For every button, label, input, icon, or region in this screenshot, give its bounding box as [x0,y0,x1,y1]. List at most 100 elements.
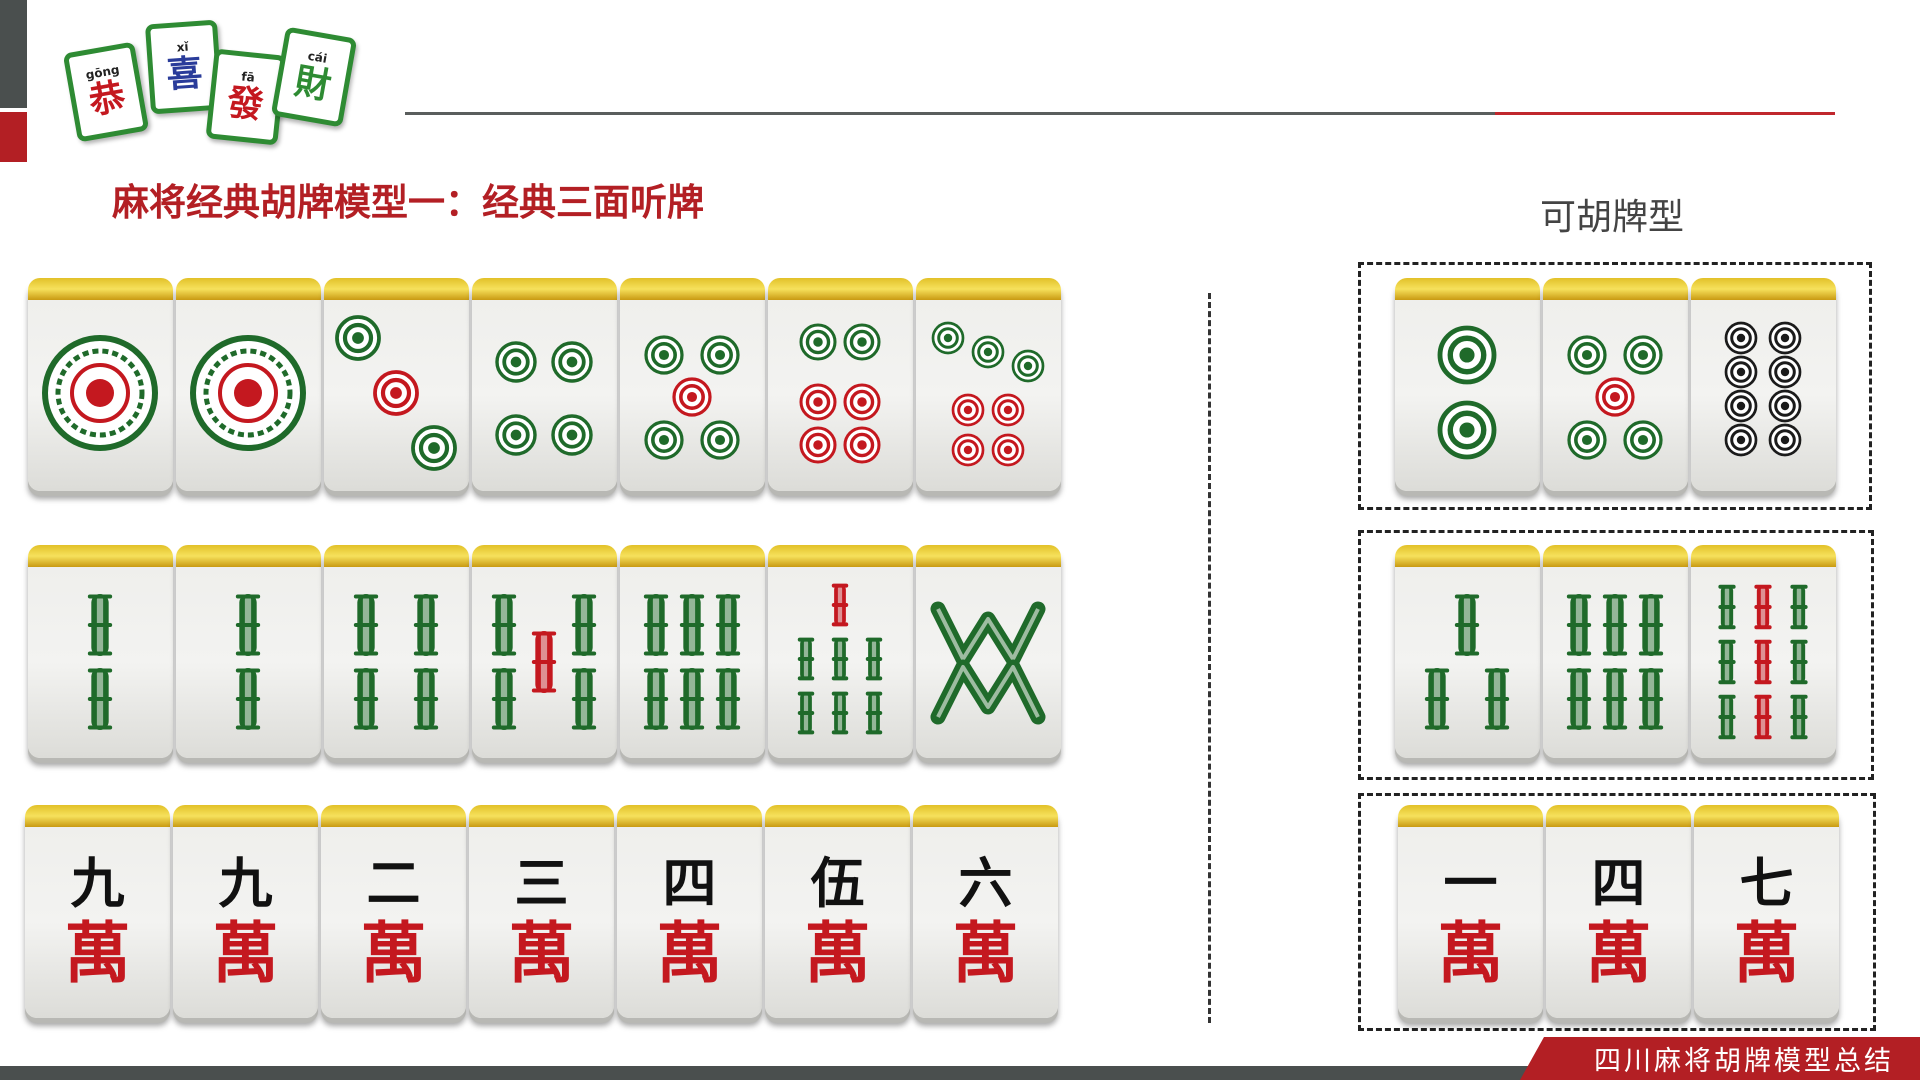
mahjong-tile-dots-2 [1395,278,1540,491]
dot-mark [1567,335,1607,375]
winning-row-characters: 一萬四萬七萬 [1398,805,1839,1018]
bamboo-stick [1754,639,1772,685]
mahjong-tile-dots-4 [472,278,617,491]
tile-wan-character: 萬 [212,914,279,992]
tile-wan-character: 萬 [360,914,427,992]
bamboo-stick [1602,594,1628,656]
bamboo-stick [1566,594,1592,656]
mahjong-tile-dots-8 [1691,278,1836,491]
dot-mark [799,426,837,464]
mahjong-tile-bamboo-6 [1543,545,1688,758]
tile-face [491,594,597,730]
mahjong-tile-characters-3: 三萬 [469,805,614,1018]
mahjong-tile-dots-5 [620,278,765,491]
tile-numeral: 九 [218,851,273,915]
bamboo-stick [1454,594,1480,656]
tile-wan-character: 萬 [1585,914,1652,992]
mahjong-tile-bamboo-2 [176,545,321,758]
bamboo-stick [797,637,815,681]
dot-mark [644,420,684,460]
bamboo-stick [1484,668,1510,730]
bamboo-stick [797,691,815,735]
tile-wan-character: 萬 [64,914,131,992]
bamboo-stick [679,594,705,656]
winning-row-bamboo [1395,545,1836,758]
tile-numeral: 二 [366,851,421,915]
dot-mark [1724,355,1758,389]
winning-box-dots [1358,262,1872,510]
bamboo-stick [1718,639,1736,685]
tile-numeral: 一 [1443,851,1498,915]
dot-mark [843,383,881,421]
bamboo-stick [1718,694,1736,740]
bamboo-stick [413,668,439,730]
mahjong-tile-bamboo-9 [1691,545,1836,758]
header-rule-accent [1495,112,1835,115]
tile-face [643,594,741,730]
dot-mark [672,377,712,417]
tile-face [42,335,158,451]
dot-mark [1768,423,1802,457]
mahjong-tile-bamboo-5 [472,545,617,758]
dot-mark [843,323,881,361]
mahjong-tile-characters-1: 一萬 [1398,805,1543,1018]
mahjong-tile-dots-7 [916,278,1061,491]
bamboo-stick [831,637,849,681]
dot-mark [1724,423,1758,457]
dot-mark [1724,389,1758,423]
tile-wan-character: 萬 [656,914,723,992]
tile-wan-character: 萬 [1437,914,1504,992]
left-accent-red [0,112,27,162]
bamboo-stick [831,583,849,627]
mahjong-tile-characters-4: 四萬 [1546,805,1691,1018]
dot-mark [551,341,593,383]
bamboo-stick [1638,594,1664,656]
bamboo-stick [865,637,883,681]
logo-character: 財 [291,60,335,108]
mahjong-tile-bamboo-4 [324,545,469,758]
tile-face [799,323,881,464]
bamboo-stick [1566,668,1592,730]
tile-numeral: 伍 [810,851,865,915]
tile-numeral: 四 [1591,851,1646,915]
dot-mark [991,393,1025,427]
left-accent-bar [0,0,27,108]
bamboo-stick [1754,584,1772,630]
tile-numeral: 六 [958,851,1013,915]
logo-character: 發 [225,81,266,127]
tile-face [235,594,261,730]
tile-wan-character: 萬 [804,914,871,992]
bamboo-stick [643,668,669,730]
header-rule [405,112,1495,115]
winning-hands-title: 可胡牌型 [1540,197,1685,238]
mahjong-tile-dots-3 [324,278,469,491]
page-title: 麻将经典胡牌模型一：经典三面听牌 [112,181,704,224]
bamboo-stick [531,631,557,693]
bamboo-stick [1790,639,1808,685]
mahjong-tile-characters-7: 七萬 [1694,805,1839,1018]
winning-row-dots [1395,278,1836,491]
tile-face [644,335,740,460]
bamboo-stick [865,691,883,735]
bamboo-stick [235,594,261,656]
dot-mark [700,420,740,460]
dot-mark [700,335,740,375]
tile-face [353,594,439,730]
mahjong-tile-characters-5: 伍萬 [765,805,910,1018]
bamboo-stick [491,668,517,730]
tile-wan-character: 萬 [1733,914,1800,992]
tile-face [1437,325,1497,460]
bamboo-stick [87,594,113,656]
tile-numeral: 九 [70,851,125,915]
dot-mark [495,414,537,456]
tile-face [495,341,593,456]
dot-mark [951,393,985,427]
bamboo-stick [413,594,439,656]
dot-mark [1437,400,1497,460]
tile-face [1424,594,1510,730]
bamboo-stick [353,594,379,656]
dot-mark [411,425,457,471]
